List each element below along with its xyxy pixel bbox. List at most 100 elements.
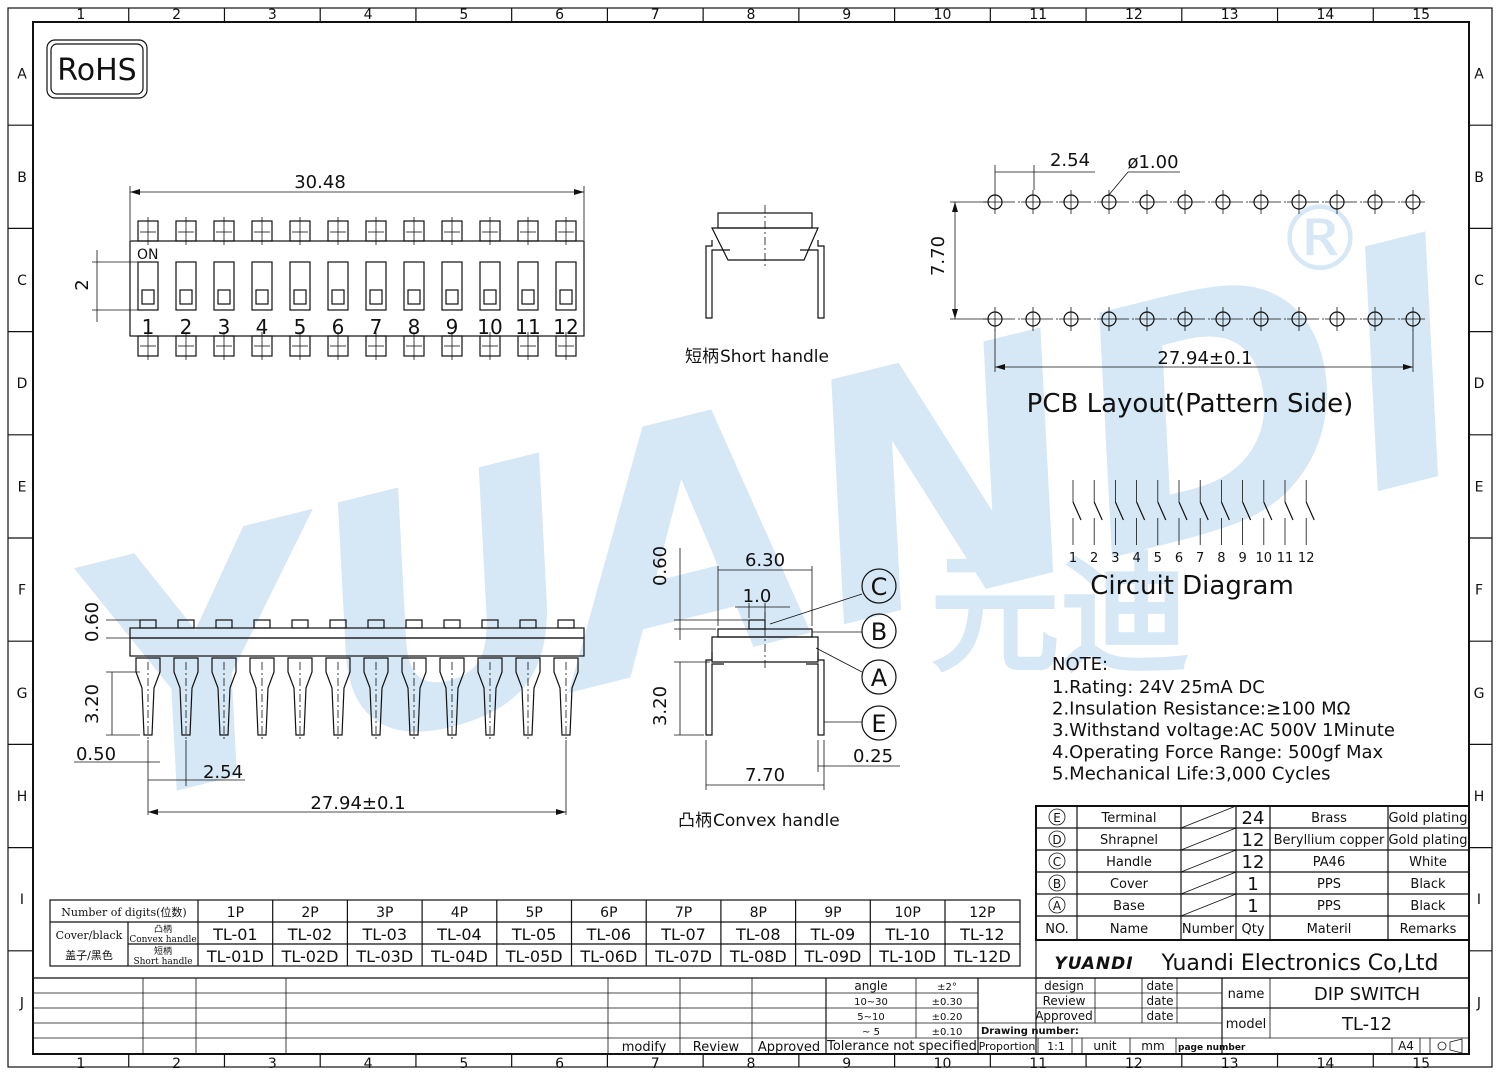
side-pin-dim: 0.25	[853, 746, 893, 767]
switch-slot	[555, 261, 577, 311]
row-label-right: H	[1474, 789, 1485, 805]
model-short: TL-07D	[654, 947, 712, 966]
bom-header-qty: Qty	[1241, 922, 1264, 937]
part-callout	[861, 568, 897, 604]
unit-value: mm	[1141, 1039, 1164, 1053]
circuit-label: 11	[1277, 551, 1294, 566]
approved-label: Approved	[1035, 1009, 1093, 1023]
tolerance-label: Tolerance not specified	[826, 1039, 977, 1054]
part-callout	[861, 659, 897, 695]
terminal-pin	[401, 657, 427, 736]
short-handle-cn: 短柄	[685, 347, 719, 367]
bom-name: Base	[1113, 899, 1145, 914]
digits-column-header: 1P	[227, 905, 244, 921]
pcb-pitch-dim: 2.54	[1050, 150, 1090, 171]
circuit-label: 3	[1111, 551, 1119, 566]
bom-material: PA46	[1313, 855, 1345, 870]
switch-actuator	[255, 289, 269, 305]
row-label-right: B	[1474, 170, 1484, 186]
switch-slot	[441, 261, 463, 311]
notes-title: NOTE:	[1052, 654, 1108, 675]
digits-column-header: 6P	[600, 905, 617, 921]
model-short: TL-04D	[430, 947, 488, 966]
row-label-left: H	[17, 789, 28, 805]
digits-table: 1PTL-01TL-01D2PTL-02TL-02D3PTL-03TL-03D4…	[49, 899, 1021, 967]
column-label-top: 13	[1221, 7, 1239, 23]
bom-remarks: White	[1409, 855, 1447, 870]
front-pin-width-dim: 0.50	[76, 744, 116, 765]
handle-top	[443, 619, 461, 629]
handle-top	[139, 619, 157, 629]
sheet-size: A4	[1398, 1039, 1414, 1053]
switch-slot	[289, 261, 311, 311]
part-callout	[861, 613, 897, 649]
column-label-bottom: 11	[1029, 1056, 1047, 1072]
tolerance-value: ±0.30	[932, 997, 963, 1008]
digits-column-header: 4P	[451, 905, 468, 921]
side-handle-dim: 1.0	[743, 586, 772, 607]
model-short: TL-02D	[281, 947, 339, 966]
switch-actuator	[141, 289, 155, 305]
switch-actuator	[293, 289, 307, 305]
bom-remarks: Gold plating	[1388, 811, 1467, 826]
column-label-top: 15	[1412, 7, 1430, 23]
column-label-bottom: 3	[268, 1056, 277, 1072]
short-handle-view: 短柄 Short handle	[685, 205, 829, 367]
column-label-bottom: 5	[459, 1056, 468, 1072]
row-label-left: J	[19, 995, 24, 1011]
terminal-pin	[211, 657, 237, 736]
model-convex: TL-04	[436, 925, 482, 944]
model-short: TL-01D	[206, 947, 264, 966]
side-width-dim: 6.30	[745, 550, 785, 571]
terminal-pin	[287, 657, 313, 736]
handle-top	[329, 619, 347, 629]
convex-cn-label: 凸柄	[154, 923, 172, 935]
model-convex: TL-05	[511, 925, 557, 944]
model-convex: TL-10	[884, 925, 930, 944]
pcb-length-dim: 27.94±0.1	[1157, 348, 1252, 369]
handle-top	[519, 619, 537, 629]
revision-column-label: Review	[693, 1040, 740, 1055]
bom-no: C	[1053, 855, 1061, 869]
bom-no: D	[1052, 833, 1061, 847]
part-callout-letter: E	[871, 710, 886, 738]
note-item: 1.Rating: 24V 25mA DC	[1052, 677, 1265, 698]
model-short: TL-09D	[804, 947, 862, 966]
handle-top	[177, 619, 195, 629]
short-handle-en: Short handle	[720, 347, 829, 367]
column-label-top: 1	[76, 7, 85, 23]
row-label-left: E	[18, 479, 27, 495]
column-label-top: 12	[1125, 7, 1143, 23]
switch-actuator	[559, 289, 573, 305]
column-label-top: 7	[651, 7, 660, 23]
company-name: Yuandi Electronics Co,Ltd	[1161, 951, 1439, 976]
column-label-bottom: 8	[747, 1056, 756, 1072]
bom-no: A	[1053, 899, 1062, 913]
handle-top	[253, 619, 271, 629]
bom-qty: 12	[1242, 852, 1265, 873]
column-label-bottom: 10	[934, 1056, 952, 1072]
terminal-pin	[477, 657, 503, 736]
row-label-left: F	[18, 583, 26, 599]
pcb-title: PCB Layout(Pattern Side)	[1027, 389, 1354, 419]
row-label-left: B	[17, 170, 27, 186]
bom-name: Handle	[1106, 855, 1152, 870]
bom-no-circle	[1048, 874, 1066, 892]
note-item: 4.Operating Force Range: 500gf Max	[1052, 742, 1384, 763]
digits-header: Number of digits(位数)	[61, 905, 186, 919]
column-label-bottom: 15	[1412, 1056, 1430, 1072]
part-callout-letter: A	[871, 664, 888, 692]
column-label-top: 2	[172, 7, 181, 23]
column-label-bottom: 12	[1125, 1056, 1143, 1072]
circuit-label: 5	[1154, 551, 1162, 566]
circuit-label: 2	[1090, 551, 1098, 566]
date-label: date	[1146, 994, 1173, 1008]
pcb-hole-dim: ø1.00	[1127, 152, 1178, 173]
bom-qty: 1	[1247, 874, 1258, 895]
row-label-right: G	[1474, 686, 1485, 702]
column-label-bottom: 1	[76, 1056, 85, 1072]
